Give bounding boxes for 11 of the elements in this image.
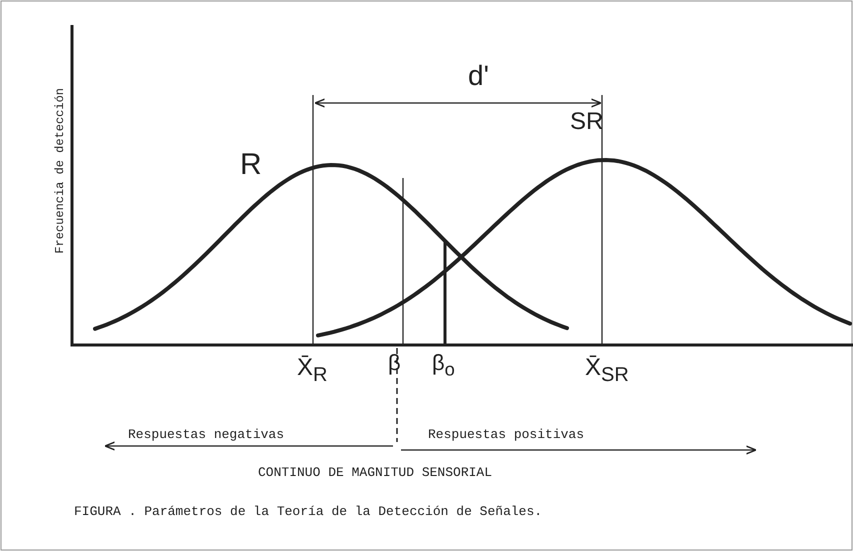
- axis-title: Frecuencia de detección: [54, 88, 66, 254]
- axis-title: CONTINUO DE MAGNITUD SENSORIAL: [258, 466, 492, 479]
- curve-label: R: [240, 150, 262, 180]
- mean-label: X̄$_{R}$: [297, 356, 328, 385]
- figure-caption: FIGURA . Parámetros de la Teoría de la Detección de Señales.: [74, 505, 542, 518]
- region-label: Respuestas negativas: [128, 428, 284, 441]
- dimension-label: d': [468, 62, 489, 90]
- region-label: Respuestas positivas: [428, 428, 584, 441]
- curve-label: SR: [570, 110, 604, 134]
- mean-label: X̄$_{SR}$: [585, 356, 629, 385]
- criterion-label: β$_{o}$: [432, 352, 455, 379]
